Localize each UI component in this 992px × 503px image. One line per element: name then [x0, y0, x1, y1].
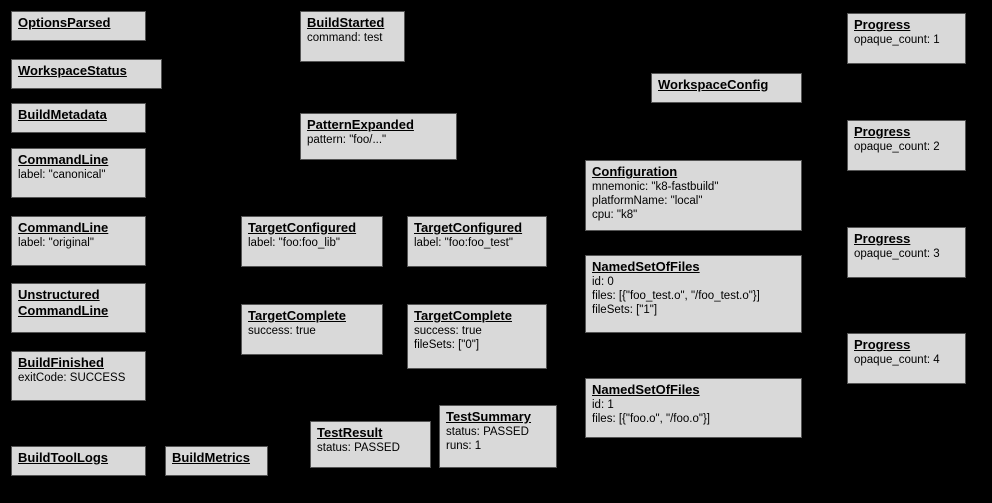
node-title: Unstructured CommandLine	[18, 287, 109, 318]
node-pattern-expanded[interactable]: PatternExpanded pattern: "foo/..."	[300, 113, 457, 160]
node-workspace-status[interactable]: WorkspaceStatus	[11, 59, 162, 89]
node-fields: opaque_count: 2	[854, 141, 940, 153]
node-command-line-canonical[interactable]: CommandLine label: "canonical"	[11, 148, 146, 198]
node-fields: opaque_count: 4	[854, 354, 940, 366]
node-title: BuildFinished	[18, 355, 104, 370]
node-fields: success: true fileSets: ["0"]	[414, 325, 482, 351]
node-fields: id: 0 files: [{"foo_test.o", "/foo_test.…	[592, 276, 760, 316]
node-progress-2[interactable]: Progress opaque_count: 2	[847, 120, 966, 171]
node-target-complete-foo-lib[interactable]: TargetComplete success: true	[241, 304, 383, 355]
node-title: NamedSetOfFiles	[592, 382, 700, 397]
node-fields: status: PASSED	[317, 442, 400, 454]
node-fields: label: "foo:foo_test"	[414, 237, 513, 249]
node-workspace-config[interactable]: WorkspaceConfig	[651, 73, 802, 103]
node-progress-4[interactable]: Progress opaque_count: 4	[847, 333, 966, 384]
node-build-started[interactable]: BuildStarted command: test	[300, 11, 405, 62]
node-title: Progress	[854, 337, 911, 352]
node-fields: success: true	[248, 325, 316, 337]
node-title: TestResult	[317, 425, 383, 440]
node-title: BuildMetadata	[18, 107, 107, 122]
node-progress-3[interactable]: Progress opaque_count: 3	[847, 227, 966, 278]
node-title: PatternExpanded	[307, 117, 414, 132]
node-build-metrics[interactable]: BuildMetrics	[165, 446, 268, 476]
node-title: Configuration	[592, 164, 678, 179]
node-title: Progress	[854, 124, 911, 139]
node-title: OptionsParsed	[18, 15, 111, 30]
node-title: WorkspaceStatus	[18, 63, 127, 78]
node-title: TargetComplete	[414, 308, 512, 323]
node-fields: opaque_count: 1	[854, 34, 940, 46]
node-named-set-of-files-0[interactable]: NamedSetOfFiles id: 0 files: [{"foo_test.…	[585, 255, 802, 333]
node-named-set-of-files-1[interactable]: NamedSetOfFiles id: 1 files: [{"foo.o", "…	[585, 378, 802, 438]
node-fields: id: 1 files: [{"foo.o", "/foo.o"}]	[592, 399, 710, 425]
node-fields: pattern: "foo/..."	[307, 134, 387, 146]
node-build-tool-logs[interactable]: BuildToolLogs	[11, 446, 146, 476]
node-title: Progress	[854, 231, 911, 246]
node-title: NamedSetOfFiles	[592, 259, 700, 274]
node-test-summary[interactable]: TestSummary status: PASSED runs: 1	[439, 405, 557, 468]
node-target-complete-foo-test[interactable]: TargetComplete success: true fileSets: ["…	[407, 304, 547, 369]
node-build-finished[interactable]: BuildFinished exitCode: SUCCESS	[11, 351, 146, 401]
node-unstructured-command-line[interactable]: Unstructured CommandLine	[11, 283, 146, 333]
node-fields: label: "foo:foo_lib"	[248, 237, 340, 249]
node-title: TestSummary	[446, 409, 532, 424]
node-title: TargetComplete	[248, 308, 346, 323]
node-fields: mnemonic: "k8-fastbuild" platformName: "…	[592, 181, 719, 221]
node-configuration[interactable]: Configuration mnemonic: "k8-fastbuild" pl…	[585, 160, 802, 231]
node-options-parsed[interactable]: OptionsParsed	[11, 11, 146, 41]
node-title: Progress	[854, 17, 911, 32]
node-build-metadata[interactable]: BuildMetadata	[11, 103, 146, 133]
node-target-configured-foo-test[interactable]: TargetConfigured label: "foo:foo_test"	[407, 216, 547, 267]
node-test-result[interactable]: TestResult status: PASSED	[310, 421, 431, 468]
node-title: BuildStarted	[307, 15, 385, 30]
node-fields: exitCode: SUCCESS	[18, 372, 126, 384]
node-command-line-original[interactable]: CommandLine label: "original"	[11, 216, 146, 266]
node-title: TargetConfigured	[248, 220, 357, 235]
node-fields: label: "canonical"	[18, 169, 106, 181]
node-target-configured-foo-lib[interactable]: TargetConfigured label: "foo:foo_lib"	[241, 216, 383, 267]
node-title: WorkspaceConfig	[658, 77, 769, 92]
node-progress-1[interactable]: Progress opaque_count: 1	[847, 13, 966, 64]
node-fields: status: PASSED runs: 1	[446, 426, 529, 452]
node-title: BuildToolLogs	[18, 450, 109, 465]
node-fields: opaque_count: 3	[854, 248, 940, 260]
node-fields: command: test	[307, 32, 383, 44]
node-title: CommandLine	[18, 152, 109, 167]
node-title: TargetConfigured	[414, 220, 523, 235]
node-fields: label: "original"	[18, 237, 94, 249]
node-title: BuildMetrics	[172, 450, 251, 465]
node-title: CommandLine	[18, 220, 109, 235]
